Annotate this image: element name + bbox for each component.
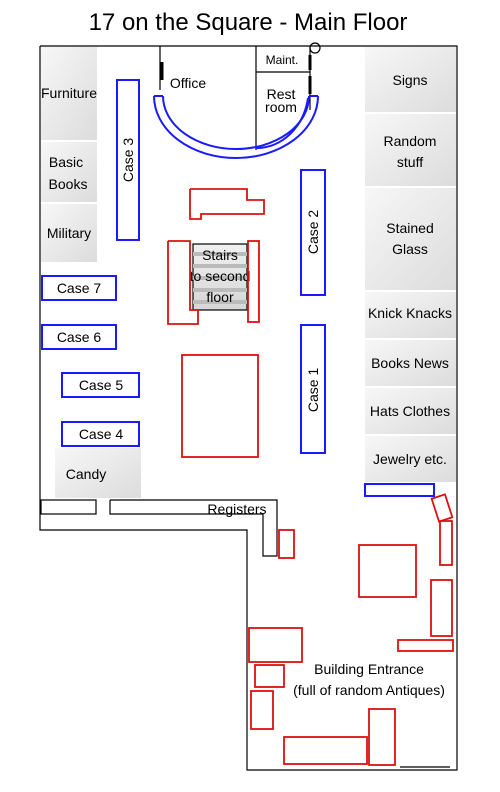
- antique-register-side: [278, 529, 295, 559]
- shelf-random-stuff-label-1: Random: [384, 133, 437, 149]
- shelf-basic-books-label-1: Basic: [49, 154, 83, 170]
- antique-entrance-5: [248, 627, 303, 663]
- shelf-basic-books-label-2: Books: [49, 176, 88, 192]
- antique-stair-right: [247, 240, 260, 323]
- shelf-candy: [55, 448, 141, 498]
- jewelry-front-case: [364, 483, 435, 497]
- door-marks: [160, 55, 312, 94]
- restroom-curved-wall: [255, 97, 309, 150]
- shelf-knick-knacks: [365, 292, 456, 338]
- antique-stair-left: [167, 240, 199, 325]
- shelf-stained-glass-label-2: Glass: [392, 241, 428, 257]
- stairs-label-2: to second: [190, 268, 251, 284]
- display-cases: [41, 79, 435, 497]
- restroom-label-line2: room: [265, 99, 297, 115]
- antique-center-table: [181, 354, 259, 458]
- case-2-label: Case 2: [305, 210, 321, 255]
- page-title: 17 on the Square - Main Floor: [89, 9, 408, 36]
- entrance-label-1: Building Entrance: [314, 661, 424, 677]
- entrance-label-2: (full of random Antiques): [293, 682, 445, 698]
- shelf-signs: [365, 47, 456, 112]
- antique-entrance-tilted: [430, 493, 454, 523]
- antique-entrance-2: [439, 520, 453, 566]
- antique-entrance-7: [250, 690, 274, 730]
- shelf-military-label: Military: [47, 225, 91, 241]
- case-6: [41, 324, 117, 350]
- office-label: Office: [170, 75, 207, 91]
- antique-entrance-8: [283, 736, 368, 765]
- stairs-label-3: floor: [206, 289, 234, 305]
- outer-wall: [39, 45, 458, 771]
- case-4-label: Case 4: [79, 426, 124, 442]
- registers-counter: [40, 499, 278, 557]
- antique-displays: [167, 188, 454, 766]
- case-5: [61, 372, 140, 398]
- antique-entrance-4: [397, 639, 454, 652]
- case-3-label: Case 3: [120, 138, 136, 183]
- shelf-hats-clothes-label: Hats Clothes: [370, 403, 450, 419]
- shelf-stained-glass-label-1: Stained: [386, 220, 433, 236]
- case-7-label: Case 7: [57, 280, 102, 296]
- case-7: [41, 275, 117, 301]
- shelf-candy-label: Candy: [66, 466, 106, 482]
- case-6-label: Case 6: [57, 329, 102, 345]
- registers-label: Registers: [207, 501, 266, 517]
- case-3: [116, 79, 140, 241]
- shelf-basic-books: [41, 142, 97, 202]
- stairs: [192, 243, 248, 311]
- shelf-random-stuff: [365, 114, 456, 186]
- maint-door-knob: [309, 42, 321, 54]
- right-shelves: Signs Random stuff Stained Glass Knick K…: [365, 47, 456, 482]
- shelf-books-news-label: Books News: [371, 355, 449, 371]
- shelf-military: [41, 204, 97, 262]
- maint-label: Maint.: [266, 53, 299, 67]
- left-shelves: Furniture Basic Books Military Candy: [41, 47, 141, 498]
- case-5-label: Case 5: [79, 377, 124, 393]
- case-4: [61, 421, 140, 447]
- shelf-jewelry-label: Jewelry etc.: [373, 451, 447, 467]
- antique-bracket-top: [189, 188, 265, 220]
- shelf-random-stuff-label-2: stuff: [397, 154, 423, 170]
- office-curved-wall: [153, 95, 319, 159]
- shelf-furniture: [41, 47, 97, 140]
- antique-entrance-6: [254, 664, 285, 688]
- antique-entrance-9: [368, 708, 396, 766]
- shelf-books-news: [365, 340, 456, 386]
- shelf-furniture-label: Furniture: [41, 85, 97, 101]
- shelf-knick-knacks-label: Knick Knacks: [368, 305, 452, 321]
- antique-entrance-1: [358, 544, 417, 598]
- antique-entrance-3: [430, 579, 453, 637]
- case-1-label: Case 1: [305, 368, 321, 413]
- shelf-signs-label: Signs: [392, 72, 427, 88]
- stairs-label-1: Stairs: [202, 247, 238, 263]
- shelf-jewelry: [365, 436, 456, 482]
- shelf-stained-glass: [365, 188, 456, 290]
- case-2: [300, 169, 326, 296]
- shelf-hats-clothes: [365, 388, 456, 434]
- restroom-label-line1: Rest: [267, 86, 296, 102]
- case-1: [300, 324, 326, 454]
